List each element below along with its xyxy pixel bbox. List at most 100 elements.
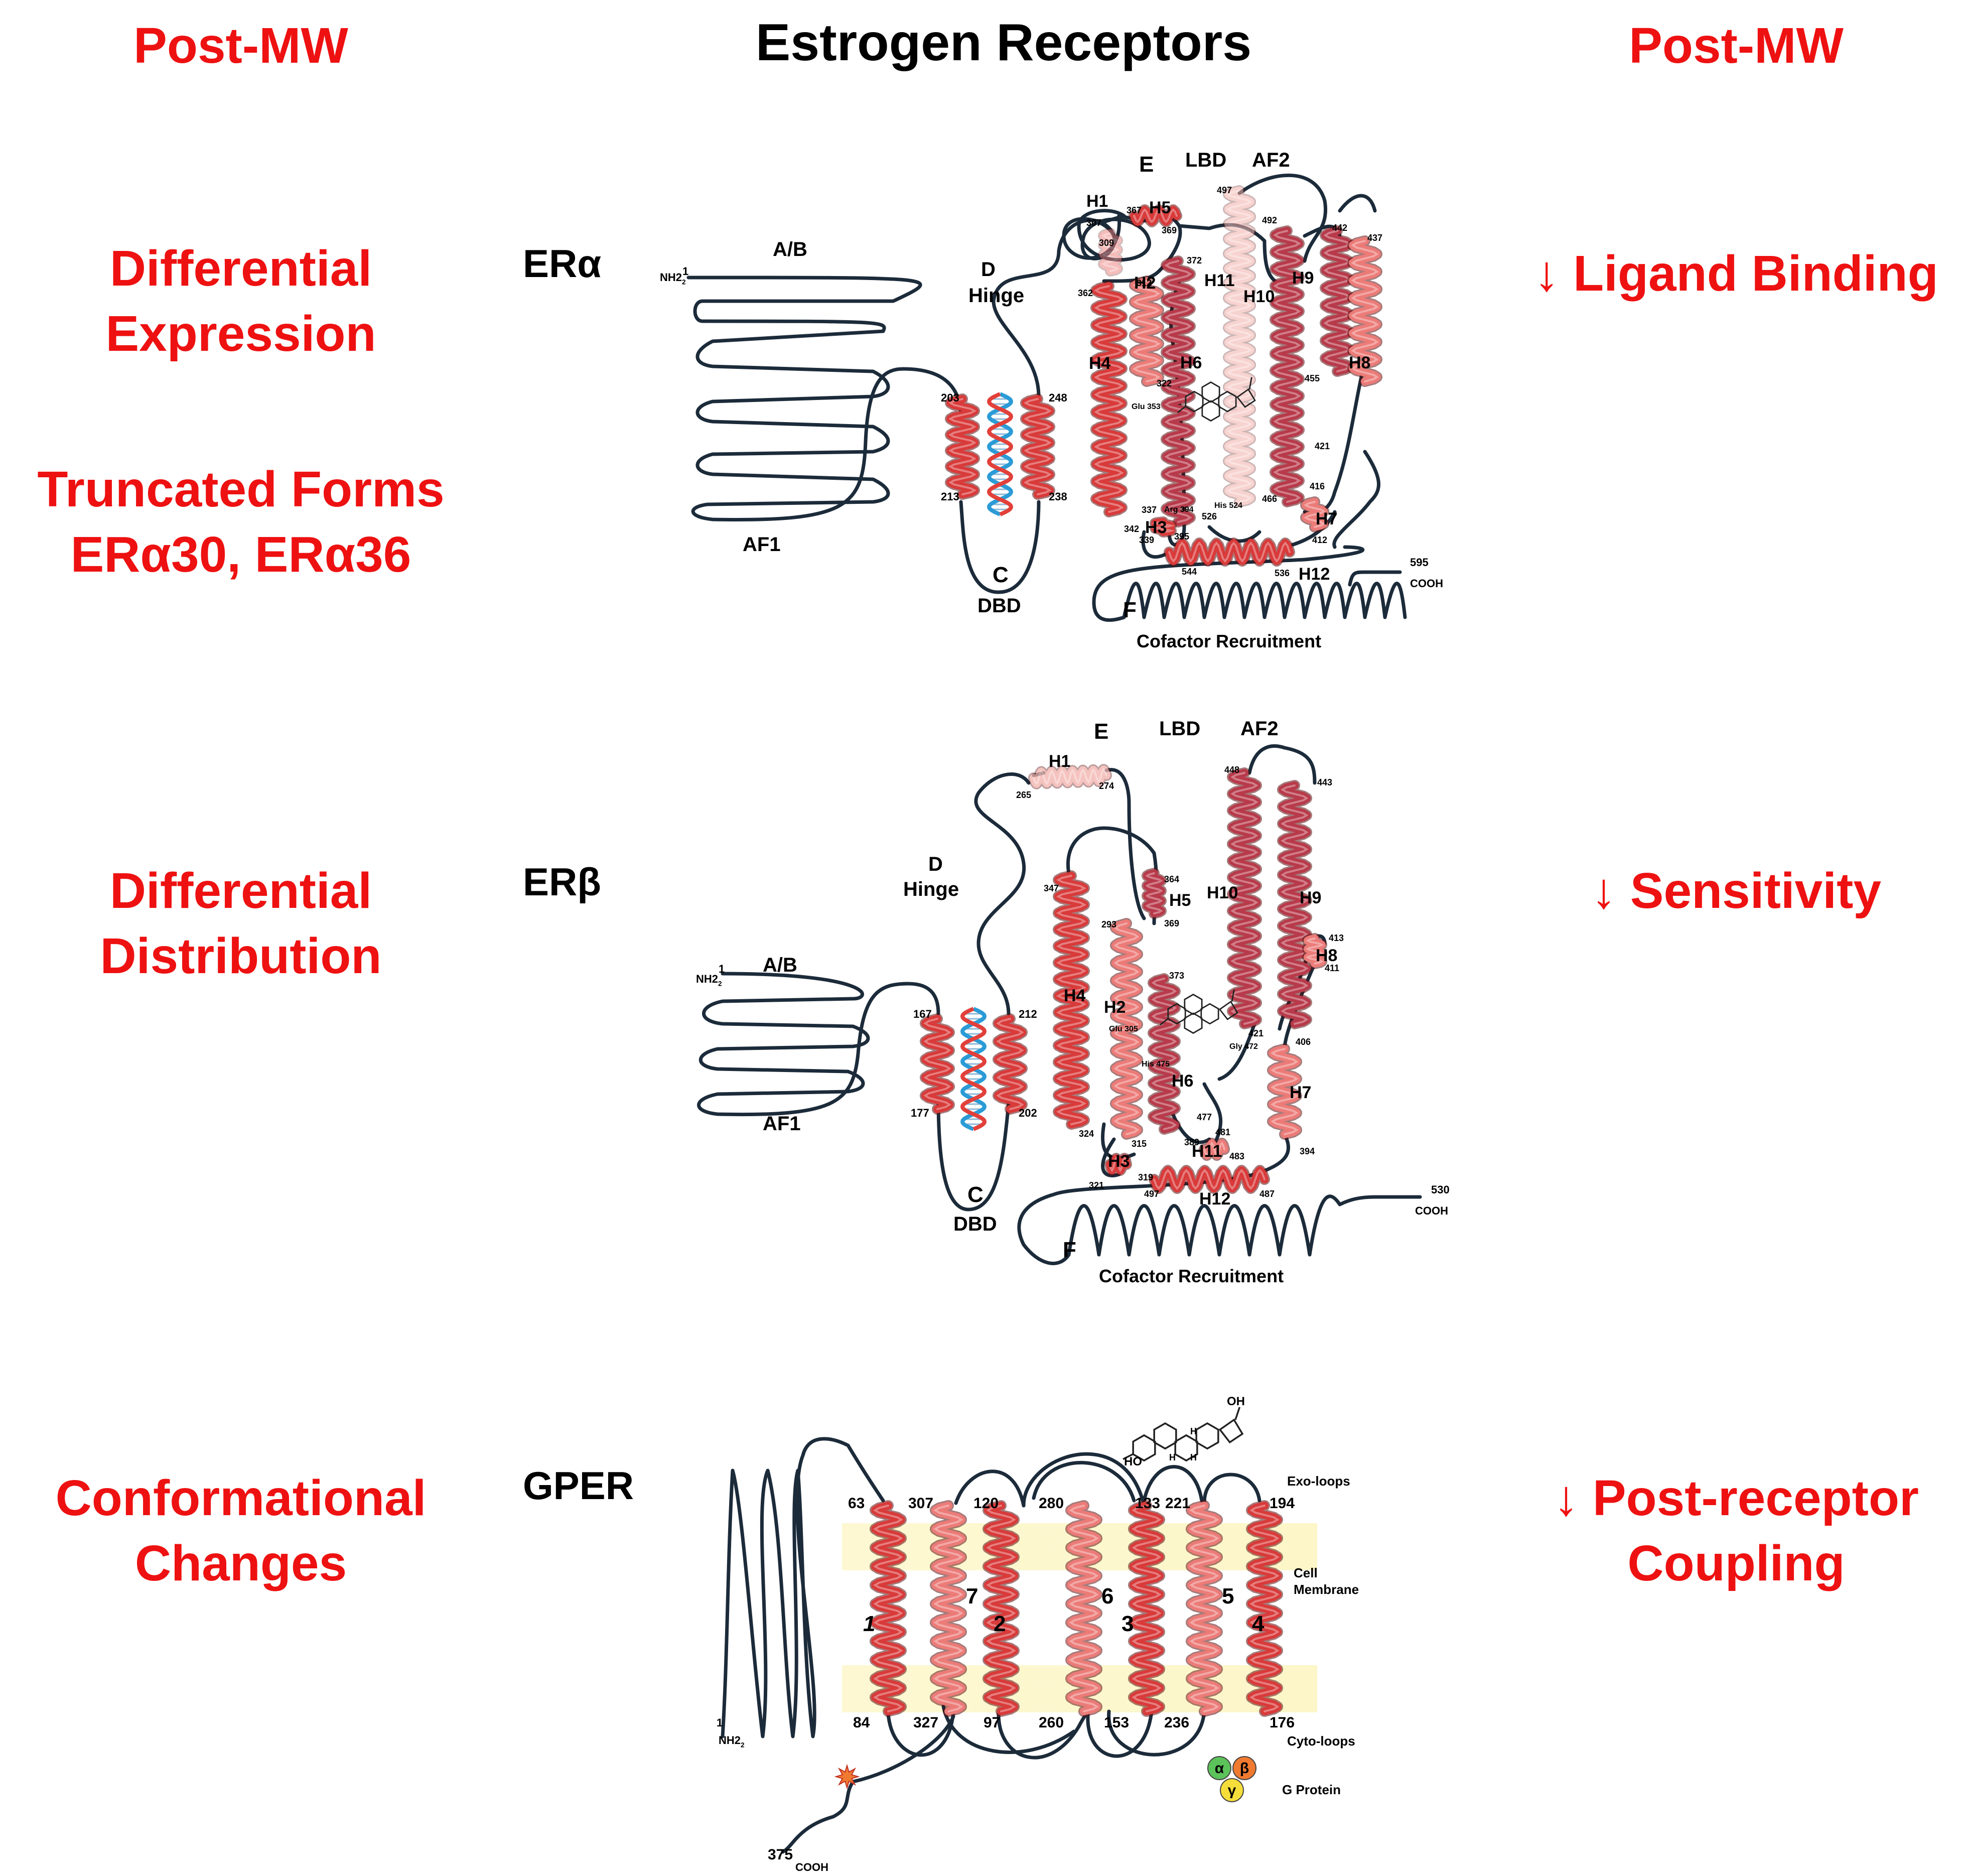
phosphorylation-star-icon	[834, 1764, 860, 1790]
era-h8	[1347, 235, 1382, 387]
erb-residue: 411	[1325, 963, 1339, 973]
erb-h3	[1104, 1153, 1132, 1176]
erb-ab-label: A/B	[763, 954, 797, 976]
erb-residue: 319	[1138, 1172, 1153, 1182]
gper-exo-loop-e	[1202, 1472, 1261, 1505]
erb-c-label: C	[967, 1182, 984, 1207]
era-residue: 312	[1137, 278, 1152, 288]
gprotein-subunit-label: γ	[1228, 1782, 1236, 1799]
gper-estradiol-icon	[1123, 1407, 1244, 1462]
era-residue: 369	[1162, 225, 1177, 235]
gper-ligand-oh: OH	[1227, 1395, 1245, 1408]
gper-tm-number: 2	[994, 1612, 1006, 1636]
erb-h10-bottom	[1217, 1022, 1256, 1081]
erb-helix-label-H12: H12	[1199, 1189, 1230, 1209]
erb-dbd-residue: 167	[913, 1008, 932, 1020]
era-h12	[1164, 538, 1295, 567]
erb-h10	[1227, 767, 1262, 1029]
erb-h1	[1028, 764, 1112, 789]
gper-bottom-residue: 97	[984, 1714, 1000, 1731]
gper-bottom-residue: 260	[1039, 1714, 1064, 1731]
erb-nh2-label: NH22	[696, 973, 722, 988]
erb-h6	[1148, 973, 1181, 1135]
era-residue: 367	[1127, 205, 1142, 215]
erb-h2	[1110, 918, 1143, 1140]
era-af2-label: AF2	[1252, 149, 1290, 171]
erb-lbd-label: LBD	[1159, 718, 1200, 740]
era-helix-label-H1: H1	[1086, 192, 1108, 211]
gper-c-terminus	[781, 1714, 955, 1854]
gper-cyto-label: Cyto-loops	[1287, 1733, 1355, 1749]
era-dbd-loop	[959, 500, 1041, 594]
gper-tm-helix-2	[983, 1500, 1020, 1717]
erb-helix-label-H2: H2	[1104, 998, 1126, 1017]
era-af1-label: AF1	[743, 533, 781, 556]
gper-tm-helix-5	[1186, 1500, 1223, 1717]
erb-f-left	[1017, 1132, 1290, 1265]
erb-helix-label-H5: H5	[1169, 891, 1191, 910]
era-residue: 372	[1187, 255, 1202, 265]
gper-exo-label: Exo-loops	[1287, 1473, 1350, 1489]
erb-d-label: D	[928, 853, 943, 875]
era-lbd-label: LBD	[1185, 149, 1226, 171]
erb-h11	[1199, 1138, 1230, 1161]
gper-bottom-residue: 176	[1270, 1714, 1295, 1731]
era-n-terminal-loops	[686, 276, 963, 521]
era-helix-label-H3: H3	[1145, 518, 1167, 537]
era-residue: 455	[1305, 373, 1320, 383]
gper-cooh-label: COOH	[795, 1861, 828, 1873]
era-h10	[1270, 225, 1305, 507]
era-h7-link	[1332, 450, 1380, 549]
gprotein-subunit-gamma	[1220, 1778, 1244, 1802]
gper-tm-helix-4	[1246, 1500, 1283, 1717]
era-ab-label: A/B	[773, 238, 807, 260]
gper-bottom-residue: 236	[1164, 1714, 1189, 1731]
erb-residue: 406	[1296, 1037, 1311, 1047]
erb-residue: 324	[1079, 1129, 1094, 1139]
erb-h4-top	[1066, 826, 1156, 875]
era-h2	[1129, 276, 1164, 387]
era-residue: 322	[1157, 378, 1172, 388]
erb-hinge-label: Hinge	[903, 878, 959, 900]
era-d-label: D	[981, 258, 996, 281]
gper-name: GPER	[523, 1463, 634, 1508]
erb-helix-label-H11: H11	[1192, 1142, 1222, 1161]
gper-tm-number: 7	[966, 1584, 978, 1609]
erb-h4	[1053, 870, 1090, 1130]
erb-residue: 413	[1329, 933, 1344, 943]
era-helix-label-H5: H5	[1149, 198, 1171, 217]
gper-exo-loop-c	[1022, 1452, 1146, 1508]
era-estradiol-icon	[1177, 377, 1256, 422]
era-helix-label-H6: H6	[1180, 353, 1202, 372]
gprotein-subunit-alpha	[1207, 1756, 1231, 1780]
gper-top-residue: 221	[1165, 1495, 1190, 1512]
erb-residue: 483	[1229, 1151, 1244, 1161]
gper-cyto-loop-c	[941, 1704, 1076, 1754]
era-dna	[987, 392, 1014, 516]
erb-af2-loop	[1247, 744, 1317, 785]
era-helix-label-H8: H8	[1349, 353, 1370, 372]
era-h5	[1129, 204, 1182, 227]
era-residue: 536	[1275, 568, 1290, 578]
erb-glu305: Glu 305	[1109, 1025, 1138, 1033]
erb-residue: 477	[1197, 1112, 1212, 1122]
era-residue: 466	[1262, 494, 1277, 504]
erb-residue: 369	[1164, 918, 1179, 928]
era-residue: 526	[1202, 511, 1217, 521]
erb-af2-label: AF2	[1240, 718, 1279, 740]
era-helix-label-H4: H4	[1089, 354, 1111, 373]
erb-helix-label-H4: H4	[1064, 986, 1086, 1005]
era-dbd-residue: 203	[941, 391, 959, 404]
erb-name: ERβ	[523, 860, 601, 904]
era-dbd-label: DBD	[977, 595, 1021, 617]
era-residue: 442	[1332, 223, 1347, 233]
erb-gly472: Gly 472	[1229, 1042, 1258, 1051]
erb-residue: 373	[1169, 971, 1184, 981]
right-item-sensitivity: ↓ Sensitivity	[1591, 863, 1881, 919]
gper-ligand-ho: HO	[1124, 1455, 1142, 1468]
era-dbd-helix-2	[1020, 393, 1055, 500]
